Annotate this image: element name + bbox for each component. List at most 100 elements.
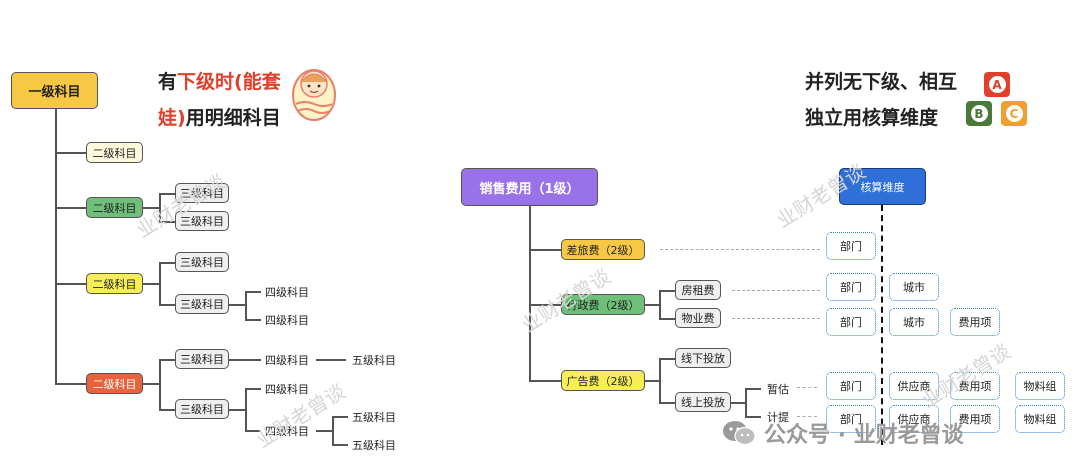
level4-label: 四级科目 [265, 286, 309, 299]
b-block-icon: B [966, 101, 992, 126]
connector [55, 108, 57, 383]
level3-node: 三级科目 [175, 349, 229, 369]
level5-label: 五级科目 [352, 439, 396, 452]
level5-label: 五级科目 [352, 354, 396, 367]
connector [659, 358, 675, 360]
dimension-header: 核算维度 [839, 168, 926, 205]
left-heading-line2: 娃)用明细科目 [158, 103, 281, 130]
level4-label: 计提 [767, 411, 789, 424]
connector [659, 402, 675, 404]
level2-node: 二级科目 [86, 373, 143, 394]
footer-brand: 公众号 · 业财老曾谈 [722, 417, 964, 449]
connector [55, 207, 86, 209]
connector [159, 409, 175, 411]
connector [159, 359, 161, 409]
connector [143, 383, 159, 385]
connector [229, 359, 261, 361]
level4-label: 暂估 [767, 383, 789, 396]
connector [645, 304, 659, 306]
level3-node: 三级科目 [175, 399, 229, 419]
dimension-tag: 部门 [826, 232, 876, 260]
right-heading-line1: 并列无下级、相互 [805, 71, 958, 93]
connector [245, 291, 261, 293]
level3-node: 三级科目 [175, 294, 229, 314]
level2-node: 二级科目 [86, 142, 143, 163]
connector [159, 304, 175, 306]
connector [745, 416, 761, 418]
level3-node: 线上投放 [675, 392, 731, 412]
level2-node: 差旅费（2级） [561, 239, 645, 260]
c-letter: C [1005, 105, 1023, 122]
connector [245, 319, 261, 321]
level5-label: 五级科目 [352, 411, 396, 424]
connector [143, 283, 159, 285]
connector [745, 388, 761, 390]
level2-node: 二级科目 [86, 273, 143, 294]
level2-node: 广告费（2级） [561, 370, 645, 391]
level3-node: 物业费 [675, 308, 721, 328]
connector [332, 444, 348, 446]
connector [659, 290, 661, 318]
level2-node: 行政费（2级） [561, 294, 645, 315]
connector [659, 318, 675, 320]
level4-label: 四级科目 [265, 354, 309, 367]
c-block-icon: C [1001, 101, 1027, 126]
connector [159, 262, 175, 264]
dashed-guide [732, 318, 820, 319]
level3-node: 线下投放 [675, 348, 731, 368]
connector [245, 388, 247, 430]
connector [229, 409, 245, 411]
connector [731, 402, 745, 404]
dimension-tag: 物料组 [1015, 372, 1065, 400]
wechat-icon [723, 421, 756, 446]
connector [332, 416, 334, 444]
connector [645, 380, 659, 382]
connector [659, 290, 675, 292]
dimension-tag: 费用项 [950, 405, 1000, 433]
dashed-guide [660, 249, 820, 250]
connector [159, 193, 175, 195]
level4-label: 四级科目 [265, 314, 309, 327]
dashed-guide [797, 387, 817, 388]
connector [529, 206, 531, 380]
dimension-tag: 城市 [889, 308, 939, 336]
dimension-tag: 部门 [826, 273, 876, 301]
connector [529, 380, 561, 382]
connector [245, 388, 261, 390]
connector [529, 304, 561, 306]
level4-label: 四级科目 [265, 383, 309, 396]
right-heading-line2: 独立用核算维度 [805, 107, 939, 129]
connector [159, 193, 161, 221]
level3-node: 三级科目 [175, 183, 229, 203]
connector [55, 383, 86, 385]
connector [159, 221, 175, 223]
dimension-tag: 供应商 [889, 405, 939, 433]
a-letter: A [988, 76, 1006, 93]
level4-label: 四级科目 [265, 425, 309, 438]
connector [159, 262, 161, 304]
a-block-icon: A [984, 72, 1010, 97]
b-letter: B [970, 105, 988, 122]
connector [55, 283, 86, 285]
dashed-guide [732, 290, 820, 291]
connector [143, 207, 159, 209]
level2-node: 二级科目 [86, 197, 143, 218]
connector [316, 359, 346, 361]
nesting-doll-icon [292, 69, 336, 121]
footer-brand-text: 公众号 · 业财老曾谈 [764, 423, 964, 448]
connector [245, 291, 247, 319]
watermark: 业财老曾谈 [132, 169, 230, 243]
root-node-level1: 一级科目 [11, 72, 98, 109]
left-heading-line1: 有下级时(能套 [158, 67, 281, 94]
heading-highlight: 下级时(能套 [177, 71, 281, 93]
dashed-guide [797, 416, 817, 417]
connector [745, 388, 747, 416]
connector [659, 358, 661, 402]
connector [159, 359, 175, 361]
connector [229, 304, 245, 306]
dimension-axis [881, 205, 883, 445]
dimension-tag: 城市 [889, 273, 939, 301]
dimension-tag: 供应商 [889, 372, 939, 400]
heading-part: 用明细科目 [185, 107, 281, 129]
connector [332, 416, 348, 418]
